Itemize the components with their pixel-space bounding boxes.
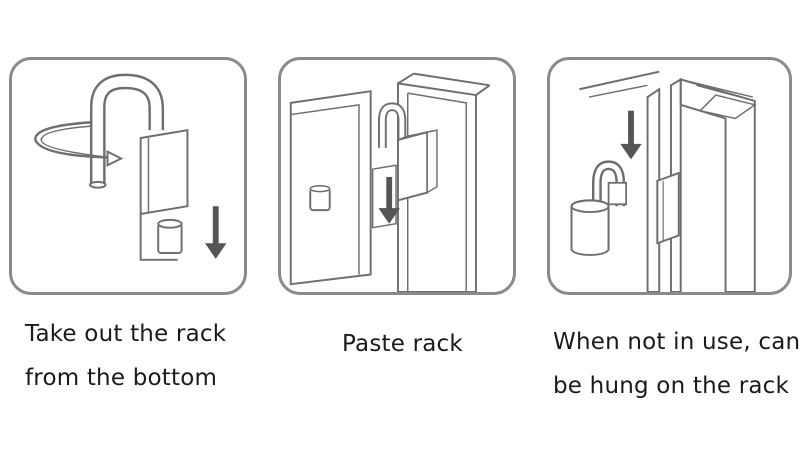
step-1-caption-line-1: Take out the rack — [25, 321, 227, 347]
paste-rack-illustration — [289, 72, 491, 292]
door-frame-icon — [646, 87, 661, 292]
step-3-caption-line-1: When not in use, can — [553, 329, 800, 355]
door-frame-icon — [289, 90, 372, 286]
down-arrow-icon — [205, 206, 227, 259]
hang-on-rack-illustration — [570, 70, 757, 292]
step-1-caption: Take out the rack from the bottom — [25, 312, 226, 400]
step-3-caption-line-2: be hung on the rack — [553, 373, 790, 399]
down-arrow-icon — [378, 176, 400, 224]
step-2-caption: Paste rack — [342, 322, 463, 366]
step-1-panel — [9, 57, 247, 295]
rotate-arrow-icon — [34, 121, 110, 159]
step-2-caption-line-1: Paste rack — [342, 331, 463, 357]
step-2-panel — [278, 57, 516, 295]
step-3-panel — [547, 57, 792, 295]
step-1-caption-line-2: from the bottom — [25, 365, 218, 391]
take-out-rack-illustration — [34, 73, 227, 261]
step-3-caption: When not in use, can be hung on the rack — [553, 320, 800, 408]
rack-plate — [139, 129, 189, 216]
down-arrow-icon — [620, 110, 642, 160]
